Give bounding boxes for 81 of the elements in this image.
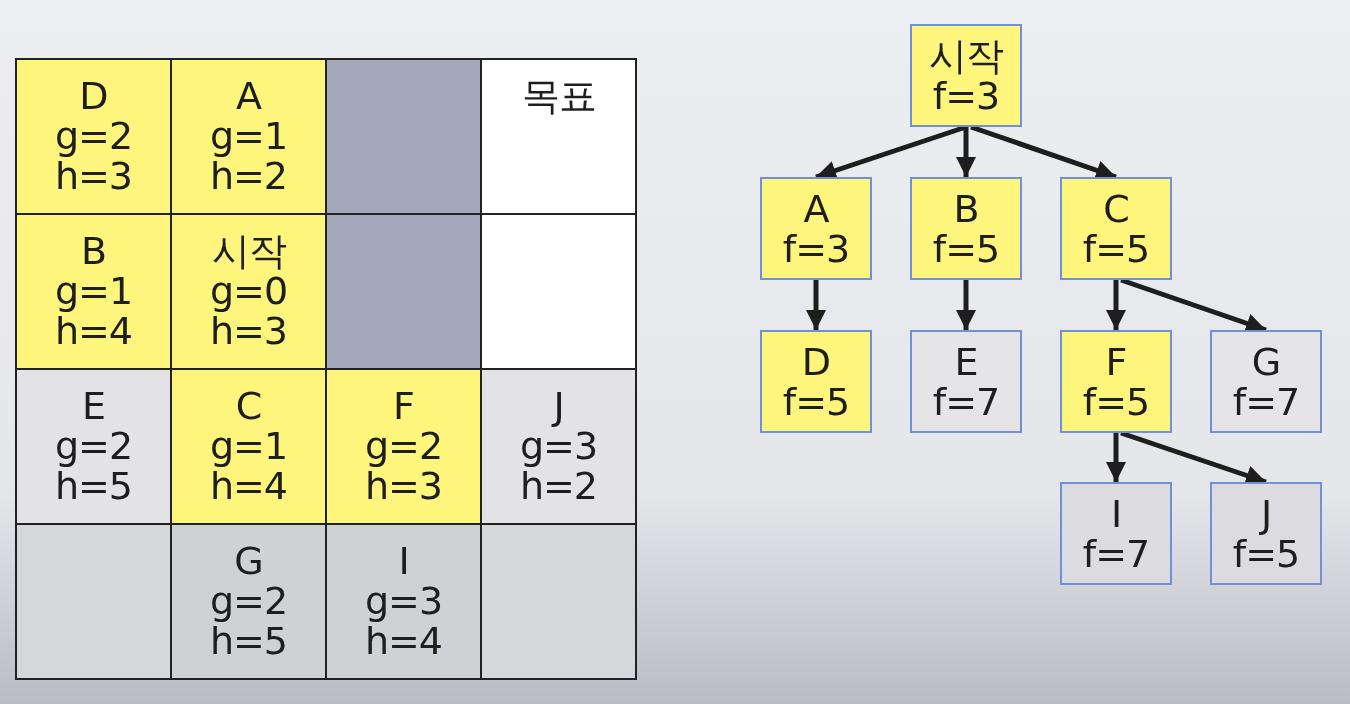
arrow: [1106, 280, 1126, 330]
grid-cell: [170, 58, 327, 215]
cost-value: g=3: [519, 426, 598, 466]
cost-value: g=2: [364, 426, 443, 466]
arrow: [806, 280, 826, 330]
cost-value: h=5: [209, 621, 288, 661]
node-label: I: [398, 541, 409, 581]
node-label: B: [953, 188, 979, 229]
node-label: E: [954, 341, 978, 382]
node-label: G: [1251, 341, 1281, 382]
arrow: [956, 280, 976, 330]
tree-node-box: [760, 177, 872, 280]
tree-node-box: [910, 330, 1022, 433]
cost-value: h=2: [519, 466, 598, 506]
grid-cell: [170, 523, 327, 680]
wall-cell: [325, 213, 482, 370]
node-label: G: [234, 541, 263, 581]
wall-cell: [325, 58, 482, 215]
cost-value: f=5: [932, 228, 1000, 269]
grid-cell: [480, 523, 637, 680]
tree-node-box: [760, 330, 872, 433]
grid-cell: [480, 58, 637, 215]
arrow: [1106, 433, 1126, 482]
node-label: I: [1110, 493, 1122, 534]
cost-value: f=5: [1082, 228, 1150, 269]
node-label: 시작: [929, 35, 1003, 76]
grid-cell: [325, 523, 482, 680]
node-label: F: [393, 386, 414, 426]
node-label: J: [553, 386, 564, 426]
grid-cell: [325, 368, 482, 525]
node-label: D: [79, 76, 108, 116]
cost-value: h=3: [209, 311, 288, 351]
cost-value: g=1: [209, 426, 288, 466]
grid-cell: [170, 213, 327, 370]
tree-node-box: [1060, 177, 1172, 280]
grid-cell: [15, 523, 172, 680]
grid-cell: [480, 213, 637, 370]
grid-cell: [15, 58, 172, 215]
node-label: E: [82, 386, 105, 426]
cost-value: f=5: [1082, 381, 1150, 422]
cost-value: h=5: [54, 466, 133, 506]
tree-node-box: [1060, 330, 1172, 433]
cost-value: f=7: [932, 381, 1000, 422]
cost-value: f=5: [782, 381, 850, 422]
cost-value: h=4: [364, 621, 443, 661]
node-label: F: [1105, 341, 1127, 382]
cost-value: h=2: [209, 156, 288, 196]
cost-value: f=3: [782, 228, 850, 269]
cost-value: g=2: [209, 581, 288, 621]
node-label: C: [1103, 188, 1129, 229]
cost-value: g=1: [54, 271, 133, 311]
grid-cell: [15, 368, 172, 525]
cost-value: h=3: [54, 156, 133, 196]
tree-node-box: [1210, 482, 1322, 585]
node-label: 목표: [521, 76, 596, 116]
tree-node-box: [1060, 482, 1172, 585]
cost-value: f=3: [932, 75, 1000, 116]
node-label: 시작: [211, 231, 286, 271]
cost-value: g=3: [364, 581, 443, 621]
tree-node-box: [910, 24, 1022, 127]
cost-value: g=0: [209, 271, 288, 311]
grid-cell: [170, 368, 327, 525]
node-label: A: [803, 188, 829, 229]
grid-cell: [15, 213, 172, 370]
node-label: C: [235, 386, 262, 426]
cost-value: f=7: [1082, 533, 1150, 574]
tree-node-box: [910, 177, 1022, 280]
cost-value: g=2: [54, 426, 133, 466]
cost-value: g=1: [209, 116, 288, 156]
cost-value: f=7: [1232, 381, 1300, 422]
cost-value: g=2: [54, 116, 133, 156]
node-label: D: [801, 341, 831, 382]
arrow: [956, 127, 976, 177]
cost-value: h=3: [364, 466, 443, 506]
node-label: A: [236, 76, 261, 116]
node-label: J: [1260, 493, 1272, 534]
tree-node-box: [1210, 330, 1322, 433]
grid-cell: [480, 368, 637, 525]
cost-value: h=4: [209, 466, 288, 506]
node-label: B: [80, 231, 107, 271]
cost-value: h=4: [54, 311, 133, 351]
